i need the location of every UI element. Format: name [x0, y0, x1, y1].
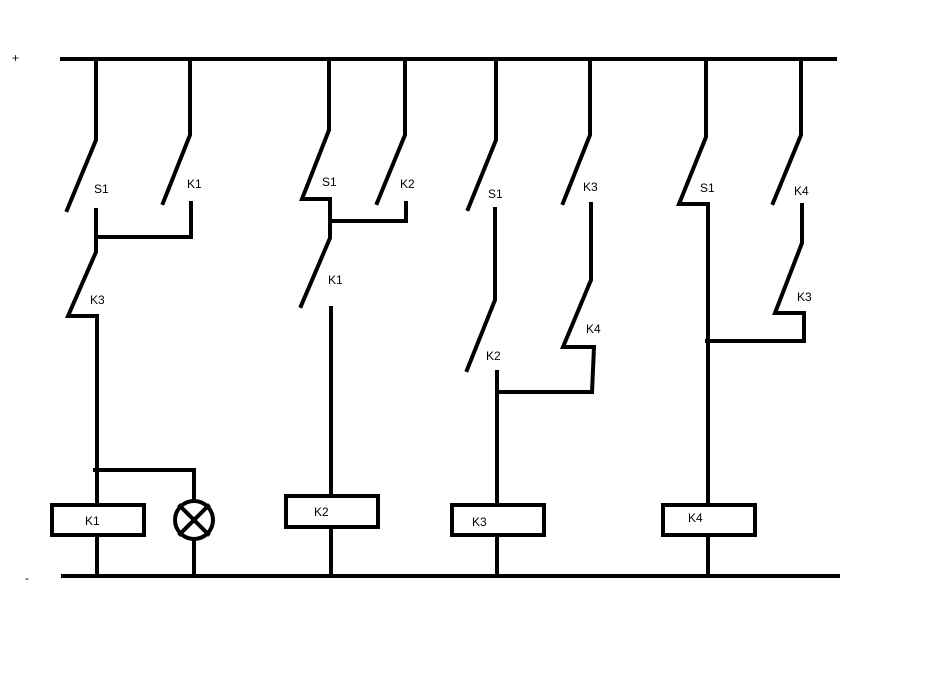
rung4-s1-label: S1	[700, 181, 715, 195]
rung1-s1-label: S1	[94, 182, 109, 196]
rung2-junction-wire	[328, 197, 408, 223]
rung2-k2-contact	[374, 57, 407, 206]
rung1-coil	[50, 503, 146, 537]
rung4-s1-contact	[676, 57, 709, 206]
rung2-k2-label: K2	[400, 177, 415, 191]
rung2-coil	[284, 494, 380, 529]
minus-rail-label: -	[25, 571, 29, 585]
rung1-lamp-branch	[93, 468, 196, 504]
plus-rail-label: +	[12, 51, 19, 65]
rung3-k4-contact	[559, 202, 597, 395]
rung2-s1-contact	[299, 57, 332, 201]
rung2-coil-label: K2	[314, 505, 329, 519]
rung1-k1-label: K1	[187, 177, 202, 191]
rung4-coil-label: K4	[688, 511, 703, 525]
rung3-coil	[450, 503, 546, 537]
rung1-coil-label: K1	[85, 514, 100, 528]
rung-1: S1 K1 K3 K1	[50, 57, 215, 578]
rung1-k1-contact	[160, 57, 192, 206]
rung3-s1-label: S1	[488, 187, 503, 201]
rung1-s1-contact	[64, 57, 98, 213]
rung-3: S1 K3 K2 K4 K3	[450, 57, 601, 578]
rung-2: S1 K2 K1 K2	[284, 57, 415, 578]
rung3-k2-contact	[464, 207, 497, 373]
rung4-k3-label: K3	[797, 290, 812, 304]
rung-4: S1 K4 K3 K4	[661, 57, 812, 578]
rung3-k4-label: K4	[586, 322, 601, 336]
rung2-s1-label: S1	[322, 175, 337, 189]
rung1-k3-contact	[64, 235, 99, 472]
rung3-k3-contact	[560, 57, 592, 206]
rung1-k3-label: K3	[90, 293, 105, 307]
rung3-k2-label: K2	[486, 349, 501, 363]
rung4-k4-label: K4	[794, 184, 809, 198]
rung1-junction-wire	[94, 201, 193, 239]
lamp-icon	[173, 499, 215, 541]
rung2-k1-contact	[298, 219, 332, 309]
rung3-coil-label: K3	[472, 515, 487, 529]
rung4-k4-contact	[770, 57, 803, 206]
rung4-k3-contact	[705, 203, 806, 343]
rung3-k3-label: K3	[583, 180, 598, 194]
rung3-s1-contact	[465, 57, 498, 212]
rung2-k1-label: K1	[328, 273, 343, 287]
rung4-coil	[661, 503, 757, 537]
